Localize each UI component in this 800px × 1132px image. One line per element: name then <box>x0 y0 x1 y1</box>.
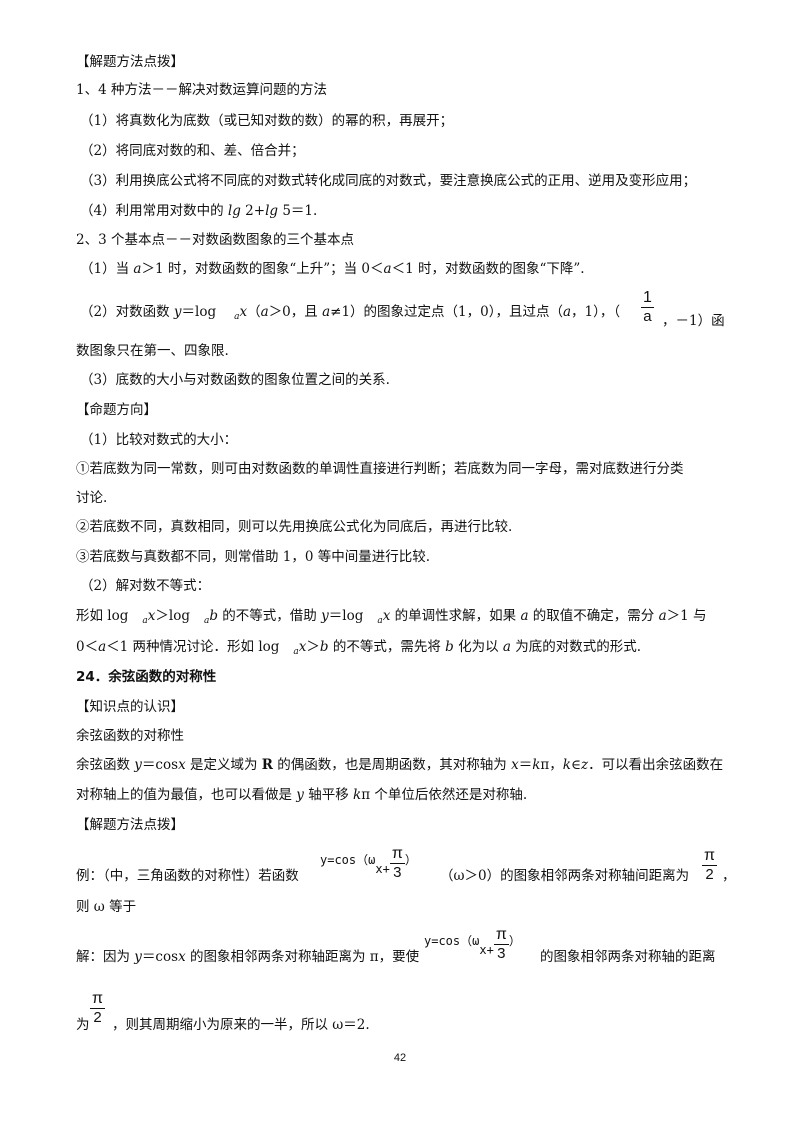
section-heading-method-2: 【解题方法点拨】 <box>76 817 184 833</box>
text-line: （4）利用常用对数中的 lg 2+lg 5＝1. <box>80 203 318 219</box>
text-line: 讨论. <box>76 490 108 506</box>
text-line: （3）底数的大小与对数函数的图象位置之间的关系. <box>80 372 390 388</box>
section-heading-direction: 【命题方向】 <box>76 402 157 418</box>
text-line: （1）将真数化为底数（或已知对数的数）的幂的积，再展开； <box>80 113 454 129</box>
text-line: 1、4 种方法－－解决对数运算问题的方法 <box>76 82 327 98</box>
text-line: ，则其周期缩小为原来的一半，所以 ω＝2. <box>112 1017 370 1033</box>
page-number: 42 <box>393 1052 407 1064</box>
text-line: （3）利用换底公式将不同底的对数式转化成同底的对数式，要注意换底公式的正用、逆用… <box>80 173 697 189</box>
section-title-cosine-symmetry: 24．余弦函数的对称性 <box>76 669 217 685</box>
text-line: （ω＞0）的图象相邻两条对称轴间距离为 <box>440 868 690 884</box>
text-line: 则 ω 等于 <box>76 899 137 915</box>
text-line: ③若底数与真数都不同，则常借助 1，0 等中间量进行比较. <box>76 549 431 565</box>
text-line: 数图象只在第一、四象限. <box>76 343 229 359</box>
text-line: （1）比较对数式的大小： <box>80 432 238 448</box>
text-line: 2、3 个基本点－－对数函数图象的三个基本点 <box>76 232 354 248</box>
text-line: ，－1）函 <box>662 313 725 329</box>
text-line: 对称轴上的值为最值，也可以看做是 y 轴平移 kπ 个单位后依然还是对称轴. <box>76 787 528 803</box>
text-line: （1）当 a＞1 时，对数函数的图象“上升”；当 0＜a＜1 时，对数函数的图象… <box>80 261 585 277</box>
text-line: 余弦函数 y＝cosx 是定义域为 R 的偶函数，也是周期函数，其对称轴为 x＝… <box>76 757 724 773</box>
text-line: ①若底数为同一常数，则可由对数函数的单调性直接进行判断；若底数为同一字母，需对底… <box>76 461 684 477</box>
text-line: （2）将同底对数的和、差、倍合并； <box>80 143 305 159</box>
text-line: ， <box>722 868 736 884</box>
text-line: 的图象相邻两条对称轴的距离 <box>540 949 716 965</box>
text-line: ②若底数不同，真数相同，则可以先用换底公式化为同底后，再进行比较. <box>76 519 513 535</box>
solution-line: 解：因为 y＝cosx 的图象相邻两条对称轴距离为 π，要使 <box>76 949 420 965</box>
text-line: （2）解对数不等式： <box>80 578 211 594</box>
section-heading-method: 【解题方法点拨】 <box>76 54 184 70</box>
text-line: 余弦函数的对称性 <box>76 728 184 744</box>
text-line: 为 <box>76 1017 90 1033</box>
section-heading-knowledge: 【知识点的认识】 <box>76 699 184 715</box>
example-line: 例：（中，三角函数的对称性）若函数 <box>76 868 299 884</box>
